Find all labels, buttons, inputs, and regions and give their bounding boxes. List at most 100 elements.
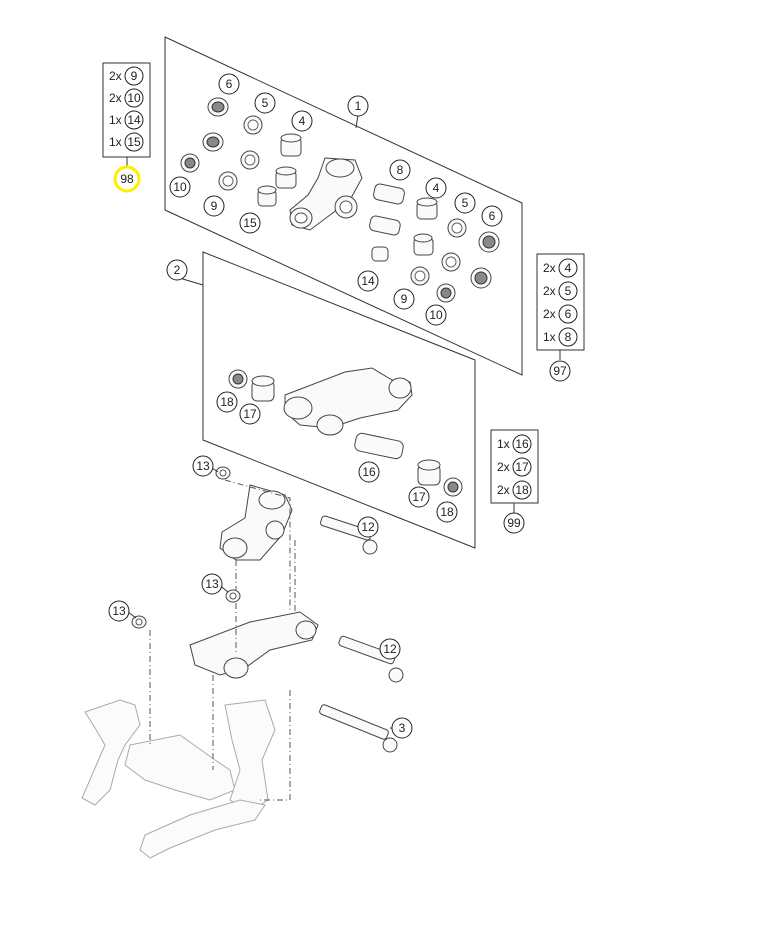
pin-14 <box>371 246 389 262</box>
pin-16 <box>354 432 404 460</box>
svg-text:6: 6 <box>565 307 572 321</box>
svg-text:9: 9 <box>211 199 218 213</box>
svg-text:99: 99 <box>507 516 521 530</box>
bearing-6-left <box>207 97 229 117</box>
callout-5-right: 5 <box>454 192 476 214</box>
svg-text:2: 2 <box>174 263 181 277</box>
callout-4-right: 4 <box>425 177 447 199</box>
callout-4-upper: 4 <box>291 110 313 132</box>
kit-97-row-2: 2x 5 <box>543 281 578 301</box>
kit-98-row-4: 1x 15 <box>109 132 144 152</box>
kit-98-number-highlighted[interactable]: 98 <box>113 165 141 193</box>
svg-text:18: 18 <box>515 483 529 497</box>
bushing-17-left <box>251 375 275 402</box>
kit-98-row-3: 1x 14 <box>109 110 144 130</box>
callout-13-left: 13 <box>108 600 130 622</box>
bolt-12-upper <box>320 515 378 555</box>
svg-text:2x: 2x <box>543 261 556 275</box>
bolt-12-lower <box>338 635 404 683</box>
svg-text:1x: 1x <box>109 113 122 127</box>
bearing-6-right-lower <box>470 267 492 289</box>
svg-text:1x: 1x <box>497 437 510 451</box>
svg-text:18: 18 <box>220 395 234 409</box>
kit-97-row-4: 1x 8 <box>543 327 578 347</box>
svg-text:16: 16 <box>362 465 376 479</box>
callout-17-left: 17 <box>239 403 261 425</box>
svg-text:1x: 1x <box>109 135 122 149</box>
seal-9-left-lower <box>218 171 238 191</box>
kit-98-row-2: 2x 10 <box>109 88 144 108</box>
svg-text:2x: 2x <box>109 91 122 105</box>
kit-99-number[interactable]: 99 <box>503 512 525 534</box>
callout-15: 15 <box>239 212 261 234</box>
svg-text:8: 8 <box>565 330 572 344</box>
svg-text:17: 17 <box>412 490 426 504</box>
bushing-4-left <box>280 133 302 157</box>
svg-text:1x: 1x <box>543 330 556 344</box>
callout-18-right: 18 <box>436 501 458 523</box>
seal-9-left <box>240 150 260 170</box>
centerline-b <box>224 479 291 612</box>
callout-3: 3 <box>391 717 413 739</box>
kit-99: 1x 16 2x 17 2x 18 99 <box>490 429 539 534</box>
callout-12-upper: 12 <box>357 516 379 538</box>
centerline-f <box>260 690 291 801</box>
seal-18-right <box>443 477 463 497</box>
nut-13-top <box>215 466 231 480</box>
svg-text:15: 15 <box>127 135 141 149</box>
svg-text:17: 17 <box>515 460 529 474</box>
kit-97: 2x 4 2x 5 2x 6 1x 8 97 <box>536 253 585 382</box>
svg-text:6: 6 <box>489 209 496 223</box>
svg-text:18: 18 <box>440 505 454 519</box>
callout-6-upper: 6 <box>218 73 240 95</box>
assembled-connecting-rod <box>189 611 319 679</box>
svg-text:10: 10 <box>429 308 443 322</box>
connecting-rod-part-2 <box>283 367 413 436</box>
svg-text:9: 9 <box>401 292 408 306</box>
callout-12-lower: 12 <box>379 638 401 660</box>
svg-text:14: 14 <box>361 274 375 288</box>
callout-6-right: 6 <box>481 205 503 227</box>
svg-text:12: 12 <box>383 642 397 656</box>
svg-text:97: 97 <box>553 364 567 378</box>
svg-text:4: 4 <box>299 114 306 128</box>
kit-98-row-1: 2x 9 <box>109 66 144 86</box>
callout-13-middle: 13 <box>201 573 223 595</box>
seal-9-right <box>410 266 430 286</box>
svg-text:4: 4 <box>565 261 572 275</box>
seal-18-left <box>228 369 248 389</box>
callout-1: 1 <box>347 95 369 117</box>
bearing-6-right-upper <box>478 231 500 253</box>
svg-text:17: 17 <box>243 407 257 421</box>
bearing-10-right <box>436 283 456 303</box>
bushing-4-right-upper <box>416 197 438 220</box>
callout-18-left: 18 <box>216 391 238 413</box>
svg-text:3: 3 <box>399 721 406 735</box>
bushing-17-right <box>417 459 441 486</box>
bearing-seal-5-left <box>243 115 263 135</box>
callout-13-top: 13 <box>192 455 214 477</box>
kit-97-row-1: 2x 4 <box>543 258 578 278</box>
svg-text:10: 10 <box>127 91 141 105</box>
kit-99-row-2: 2x 17 <box>497 457 532 477</box>
svg-text:2x: 2x <box>497 483 510 497</box>
svg-text:2x: 2x <box>109 69 122 83</box>
svg-text:15: 15 <box>243 216 257 230</box>
svg-text:6: 6 <box>226 77 233 91</box>
svg-text:2x: 2x <box>497 460 510 474</box>
kit-98: 2x 9 2x 10 1x 14 1x 15 98 <box>102 62 151 193</box>
panel-part-2 <box>202 251 476 549</box>
callout-9-right: 9 <box>393 288 415 310</box>
bolt-3 <box>319 704 398 753</box>
assembled-relay-lever <box>219 484 293 561</box>
callout-14: 14 <box>357 270 379 292</box>
bearing-10-left-upper <box>202 132 224 152</box>
callout-9-left: 9 <box>203 195 225 217</box>
svg-text:12: 12 <box>361 520 375 534</box>
callout-2: 2 <box>166 259 188 281</box>
svg-text:4: 4 <box>433 181 440 195</box>
callout-10-right: 10 <box>425 304 447 326</box>
kit-97-number[interactable]: 97 <box>549 360 571 382</box>
pin-8-middle <box>369 215 401 236</box>
